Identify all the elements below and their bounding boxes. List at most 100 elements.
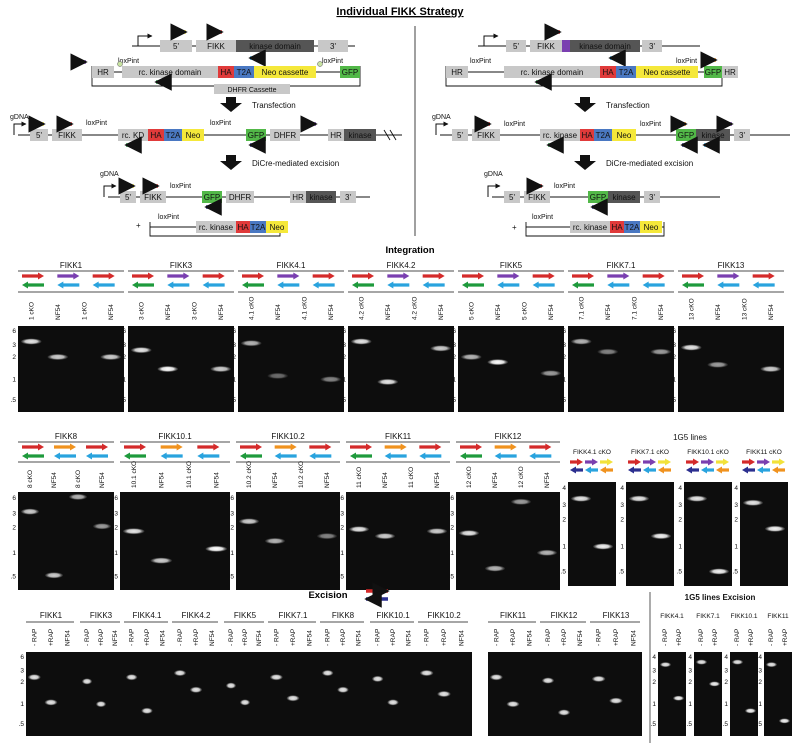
transfection-arrow-right [574, 97, 596, 112]
primer-arrow-head [478, 272, 484, 280]
gel-band [558, 709, 570, 716]
size-tick-label: .5 [671, 397, 677, 404]
size-tick-label: 4 [734, 485, 738, 492]
native-locus-right: 5' FIKK kinase domain 3' [478, 23, 700, 67]
gel-band [745, 708, 756, 714]
gel-band [681, 344, 702, 351]
lane-label: NF54 [548, 304, 555, 320]
lane-label: 1 cKO [81, 302, 88, 320]
panel-title: FIKK5 [234, 611, 257, 620]
size-tick-label: 6 [340, 495, 344, 502]
transfection-arrow-left [220, 97, 242, 112]
size-tick-label: 2 [342, 354, 346, 361]
primer-arrow-head [708, 458, 714, 466]
size-tick-label: .5 [723, 721, 729, 728]
primer-arrow-head [462, 281, 468, 289]
primer-arrow-head [577, 458, 583, 466]
size-tick-label: 3 [114, 511, 118, 518]
primer-arrow-head [701, 466, 707, 474]
svg-text:FIKK: FIKK [477, 131, 495, 140]
primer-arrow-head [213, 443, 220, 451]
primer-arrow-head [665, 458, 671, 466]
g5-excision-title: 1G5 lines Excision [685, 593, 756, 602]
size-tick-label: 1 [12, 376, 16, 383]
primer-arrow-head [585, 466, 591, 474]
lane-label: +RAP [748, 629, 755, 646]
lane-label: 4.1 cKO [301, 297, 308, 320]
svg-text:FIKK: FIKK [207, 42, 225, 51]
gel-band [593, 543, 613, 550]
lane-label: +RAP [340, 629, 347, 646]
gel-image [236, 492, 340, 590]
svg-text:FIKK: FIKK [528, 193, 546, 202]
size-tick-label: 1 [672, 376, 676, 383]
size-tick-label: 3 [724, 667, 728, 674]
svg-text:3': 3' [649, 42, 655, 51]
lane-label: - RAP [662, 629, 669, 646]
size-tick-label: .5 [231, 397, 237, 404]
gel-band [174, 670, 186, 676]
primer-arrow-head [368, 272, 374, 280]
lane-label: NF54 [328, 304, 335, 320]
size-tick-label: .5 [341, 397, 347, 404]
size-tick-label: 6 [12, 328, 16, 335]
gel-band [150, 557, 172, 564]
lane-label: 5 cKO [468, 302, 475, 320]
gel-band [337, 686, 349, 693]
lane-label: NF54 [495, 304, 502, 320]
primer-arrow-head [438, 272, 445, 280]
primer-arrow-head [476, 443, 482, 451]
lane-label: 5 cKO [521, 302, 528, 320]
primer-arrow-head [124, 452, 130, 460]
svg-text:Excision: Excision [308, 590, 347, 601]
lane-label: 12 cKO [466, 466, 473, 488]
primer-arrow-head [419, 452, 426, 460]
svg-text:Transfection: Transfection [252, 101, 296, 110]
size-tick-label: .5 [733, 568, 739, 575]
size-tick-label: 3 [620, 502, 624, 509]
svg-text:Neo: Neo [617, 131, 632, 140]
svg-text:GFP: GFP [204, 193, 220, 202]
size-tick-label: 2 [20, 679, 24, 686]
size-tick-label: .5 [339, 573, 345, 580]
svg-text:HR: HR [724, 68, 736, 77]
excised-circle-right: + loxPint rc. kinase HA T2A Neo [512, 214, 665, 237]
primer-arrow-head [54, 452, 60, 460]
svg-text:loxPint: loxPint [640, 121, 661, 128]
size-tick-label: .5 [561, 568, 567, 575]
lane-label: 8 cKO [75, 470, 82, 488]
svg-text:5': 5' [36, 131, 42, 140]
size-tick-label: 2 [230, 524, 234, 531]
size-tick-label: 1 [20, 701, 24, 708]
svg-text:GFP: GFP [678, 131, 694, 140]
svg-text:rc. kinase domain: rc. kinase domain [521, 68, 584, 77]
primer-arrow-head [352, 281, 358, 289]
primer-arrow-head [570, 466, 576, 474]
primer-arrow-head [132, 281, 138, 289]
svg-text:FIKK: FIKK [537, 42, 555, 51]
svg-text:HA: HA [150, 131, 162, 140]
svg-text:5': 5' [125, 193, 131, 202]
svg-text:GFP: GFP [342, 68, 358, 77]
gel-band [69, 493, 87, 500]
lane-label: 3 cKO [138, 302, 145, 320]
size-tick-label: 1 [562, 376, 566, 383]
lane-label: 1 cKO [28, 302, 35, 320]
svg-text:DHFR: DHFR [229, 193, 251, 202]
panel-title: FIKK7.1 [696, 613, 720, 620]
size-tick-label: .5 [11, 573, 17, 580]
lane-label: +RAP [290, 629, 297, 646]
primer-arrow-head [532, 281, 539, 289]
svg-text:T2A: T2A [619, 68, 634, 77]
size-tick-label: 6 [672, 328, 676, 335]
size-tick-label: 2 [122, 354, 126, 361]
primer-arrow-head [160, 452, 167, 460]
size-tick-label: 6 [452, 328, 456, 335]
